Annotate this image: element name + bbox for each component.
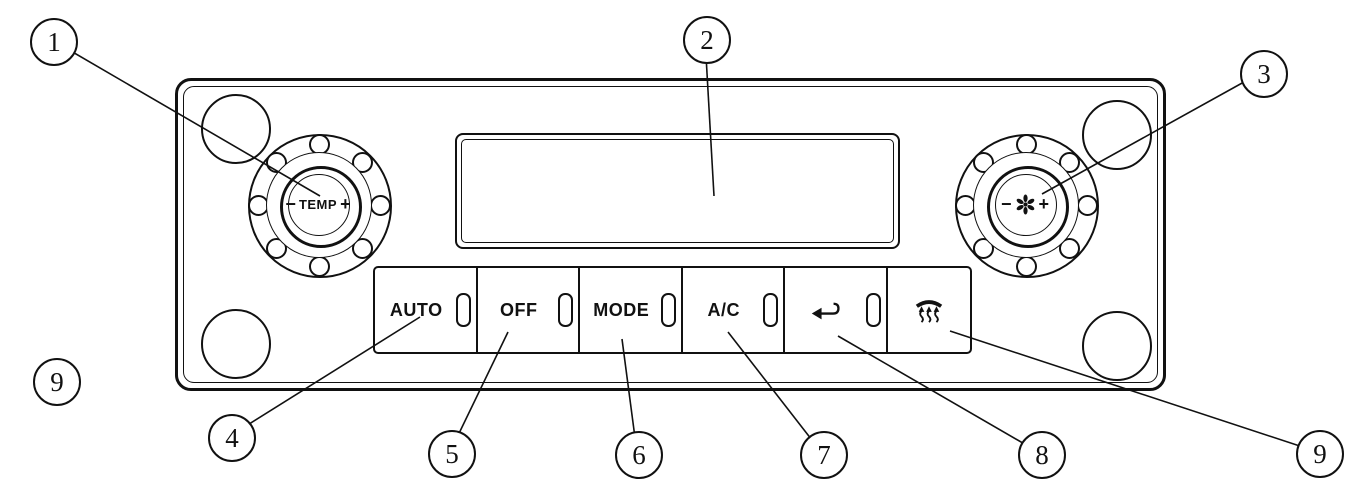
temp-minus-sign: −	[285, 194, 296, 214]
led-indicator	[763, 293, 778, 327]
callout-9-right: 9	[1296, 430, 1344, 478]
callout-number: 6	[632, 439, 646, 470]
led-indicator	[660, 293, 676, 327]
callout-number: 9	[50, 366, 64, 397]
callout-7: 7	[800, 431, 848, 479]
callout-number: 8	[1035, 439, 1049, 470]
mounting-hole-bottom-right	[1082, 311, 1152, 381]
temp-knob-label-row: − TEMP +	[268, 191, 368, 217]
callout-number: 2	[700, 24, 714, 55]
led-indicator	[455, 293, 471, 327]
callout-4: 4	[208, 414, 256, 462]
fan-icon	[1016, 193, 1034, 215]
mode-button-label: MODE	[593, 299, 650, 320]
temp-knob: − TEMP +	[248, 134, 392, 278]
off-button: OFF	[478, 268, 580, 352]
ac-button-label: A/C	[707, 299, 740, 320]
recirculation-icon	[812, 302, 840, 320]
knob-detent	[1016, 256, 1037, 277]
recirculation-button	[785, 268, 888, 352]
fan-plus-sign: +	[1038, 194, 1050, 214]
panel-inner-rim	[183, 86, 1158, 383]
auto-button-label: AUTO	[389, 299, 443, 320]
callout-1: 1	[30, 18, 78, 66]
mounting-hole-bottom-left	[201, 309, 271, 379]
callout-9-left: 9	[33, 358, 81, 406]
temp-plus-sign: +	[340, 194, 351, 214]
callout-number: 5	[445, 438, 459, 469]
lcd-display-inner	[461, 139, 894, 243]
ac-button: A/C	[683, 268, 785, 352]
led-indicator	[558, 293, 573, 327]
callout-number: 3	[1257, 58, 1271, 89]
callout-3: 3	[1240, 50, 1288, 98]
mode-button: MODE	[580, 268, 683, 352]
auto-button: AUTO	[375, 268, 478, 352]
callout-number: 7	[817, 439, 831, 470]
button-bar: AUTO OFF MODE A/C	[373, 266, 972, 354]
knob-detent	[370, 195, 391, 216]
led-indicator	[865, 293, 881, 327]
defrost-icon	[915, 300, 942, 323]
knob-detent	[352, 238, 373, 259]
callout-number: 4	[225, 422, 239, 453]
callout-2: 2	[683, 16, 731, 64]
lcd-display	[455, 133, 900, 249]
callout-number: 9	[1313, 438, 1327, 469]
fan-minus-sign: −	[1000, 194, 1012, 214]
climate-control-panel: − TEMP + −	[175, 78, 1166, 391]
off-button-label: OFF	[500, 299, 538, 320]
callout-5: 5	[428, 430, 476, 478]
temp-knob-label: TEMP	[298, 196, 338, 212]
defrost-button	[888, 268, 971, 352]
knob-detent	[309, 256, 330, 277]
fan-knob: − +	[955, 134, 1099, 278]
callout-8: 8	[1018, 431, 1066, 479]
callout-number: 1	[47, 26, 61, 57]
knob-detent	[1059, 238, 1080, 259]
callout-6: 6	[615, 431, 663, 479]
fan-knob-label-row: − +	[975, 191, 1075, 217]
knob-detent	[1077, 195, 1098, 216]
